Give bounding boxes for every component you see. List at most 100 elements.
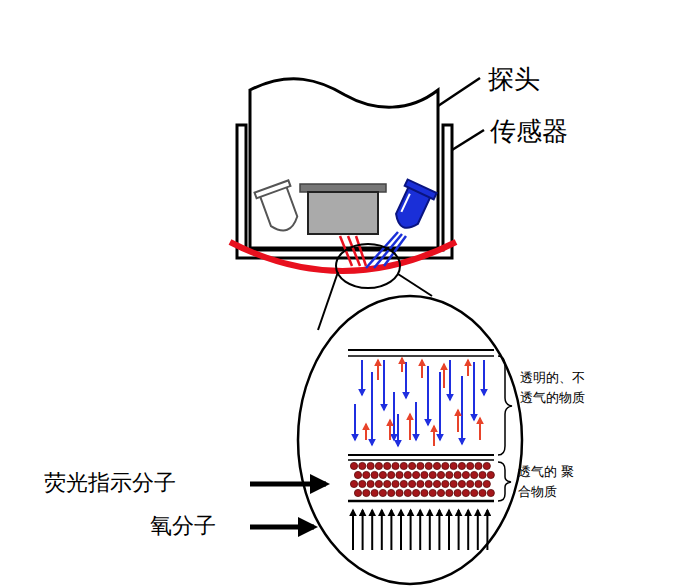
indicator-dot [404,471,411,478]
probe-label: 探头 [488,64,540,95]
indicator-dot [359,462,366,469]
indicator-dot [458,462,465,469]
emission-arrow [457,410,459,432]
indicator-dot [388,471,395,478]
emission-arrow [421,360,423,378]
oxygen-arrow [352,510,354,550]
indicator-dot [475,462,482,469]
indicator-dot [467,462,474,469]
excitation-arrow [361,360,363,395]
sensor-label: 传感器 [490,116,568,147]
indicator-dot [396,471,403,478]
emission-arrow [479,418,481,440]
indicator-dot [437,471,444,478]
emission-arrow [377,360,379,380]
indicator-dot [479,471,486,478]
indicator-dot [425,480,432,487]
oxygen-arrow [448,510,450,550]
excitation-arrow [405,362,407,398]
indicator-dot [354,471,361,478]
oxygen-arrow [429,510,431,550]
indicator-dot [375,462,382,469]
excitation-arrow [415,402,417,440]
indicator-dot [471,471,478,478]
photon-arrows [355,358,484,446]
indicator-dot [417,480,424,487]
indicator-dot [375,480,382,487]
indicator-dot [409,480,416,487]
zoom-spot [336,244,400,288]
indicator-dot [388,489,395,496]
zoom-line [398,274,432,296]
indicator-dot [371,471,378,478]
indicator-dot [454,471,461,478]
emission-arrow [467,360,469,376]
indicator-dots [350,462,494,496]
brace [498,462,511,501]
oxygen-label: 氧分子 [150,513,216,539]
indicator-dot [462,489,469,496]
probe-body [250,79,438,248]
emission-arrow [365,424,367,440]
emission-arrow [401,358,403,372]
indicator-dot [354,489,361,496]
oxygen-arrow [477,510,479,550]
indicator-dot [350,480,357,487]
pointer-arrow [250,482,326,487]
emission-arrow [409,414,411,440]
indicator-dot [417,462,424,469]
indicator-dot [442,480,449,487]
layer-label: 透明的、不 透气的物质 [520,368,592,407]
pointer-arrow [250,525,314,530]
oxygen-arrow [381,510,383,550]
indicator-dot [487,471,494,478]
indicator-dot [487,489,494,496]
indicator-dot [483,462,490,469]
excitation-arrow [473,362,475,420]
blue-led [389,179,437,233]
excitation-arrow [393,392,395,440]
zoom-line [318,272,338,330]
indicator-dot [450,462,457,469]
indicator-dot [446,489,453,496]
excitation-arrow [354,404,356,440]
indicator-dot [458,480,465,487]
indicator-dot [462,471,469,478]
indicator-dot [437,489,444,496]
light-rays [340,232,406,268]
indicator-dot [367,480,374,487]
brace [498,356,512,455]
chip-lid [300,184,386,192]
excitation-arrow [397,414,399,446]
indicator-dot [396,489,403,496]
indicator-dot [429,471,436,478]
indicator-dot [367,462,374,469]
indicator-dot [392,480,399,487]
indicator-dot [384,480,391,487]
oxygen-arrow [390,510,392,550]
indicator-dot [475,480,482,487]
oxygen-arrow [458,510,460,550]
indicator-dot [454,489,461,496]
indicator-dot [363,471,370,478]
oxygen-arrow [362,510,364,550]
indicator-dot [429,489,436,496]
oxygen-arrow [371,510,373,550]
oxygen-arrow [400,510,402,550]
excitation-arrow [383,360,385,410]
indicator-dot [404,489,411,496]
layer-label: 透气的 聚合物质 [518,462,578,501]
emission-arrow [443,364,445,388]
leader-line [438,78,480,106]
oxygen-arrow [410,510,412,550]
excitation-arrow [483,360,485,395]
chip [308,192,378,234]
oxygen-arrow [486,510,488,550]
indicator-dot [446,471,453,478]
indicator-dot [467,480,474,487]
emission-arrow [389,420,391,440]
detector [255,180,305,236]
indicator-dot [483,480,490,487]
indicator-dot [421,471,428,478]
